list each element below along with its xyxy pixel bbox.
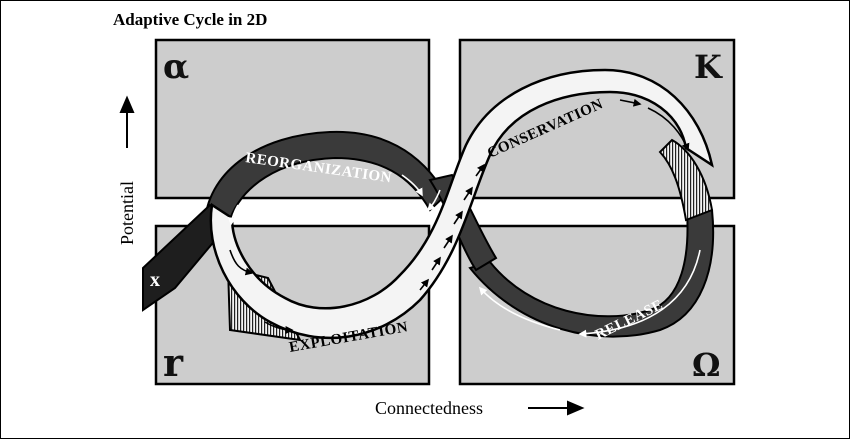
y-axis-label: Potential [117,181,137,245]
x-axis-arrow [528,400,585,416]
exploitation-arrows [229,98,690,334]
conservation-fold-stripes [658,138,714,222]
exploitation-conservation-band [209,68,714,340]
quadrant-r-label: r [163,340,184,385]
reorganization-arrows [228,174,423,226]
y-axis-arrow [119,95,135,148]
x-axis-label: Connectedness [375,398,483,418]
diagram-title: Adaptive Cycle in 2D [113,10,268,29]
quadrant-omega-label: Ω [692,346,720,384]
exit-label: x [150,269,160,291]
release-arrows [426,189,701,338]
quadrant-k-label: K [694,48,723,86]
exit-tail [142,203,234,312]
quadrant-alpha-box [154,38,431,200]
quadrant-alpha-label: α [163,47,189,87]
